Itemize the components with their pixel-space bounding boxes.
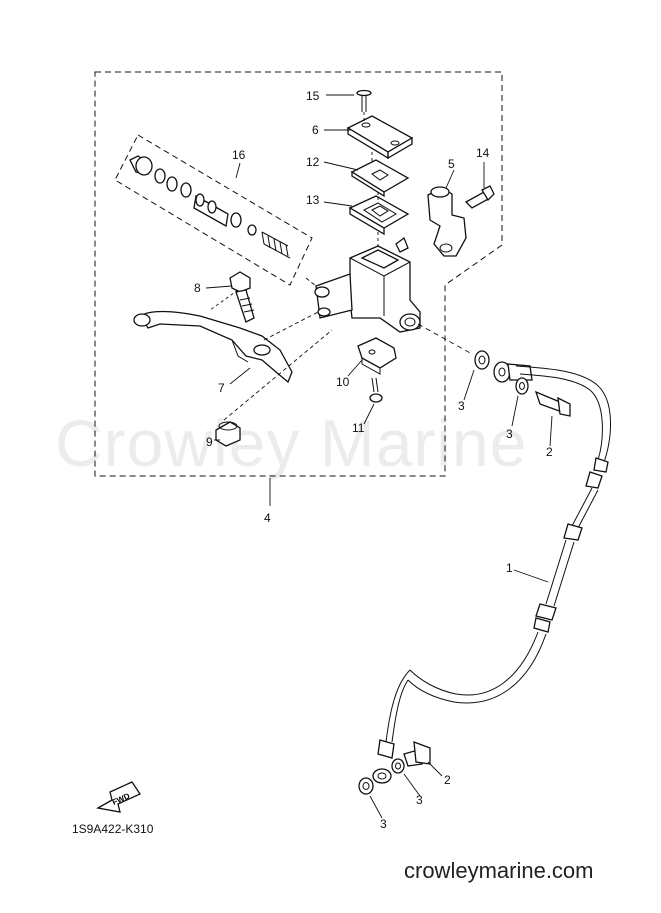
switch-10 [357,337,397,375]
callout-13: 13 [306,193,320,207]
watermark-text: Crowley Marine [55,406,528,480]
brake-hose-1 [385,365,611,743]
diaphragm-13 [348,195,410,236]
piston-kit-boundary [114,134,313,286]
holder-5 [427,186,467,257]
callout-3-upper-a: 3 [458,399,465,413]
callout-10: 10 [336,375,350,389]
banjo-fitting-lower [372,739,395,784]
fwd-arrow-icon: FWD [96,781,141,813]
banjo-fitting-upper [493,361,533,383]
callout-12: 12 [306,155,320,169]
callout-leaders [205,94,553,819]
callout-4: 4 [264,511,271,525]
washer-3-upper-b [515,377,529,395]
site-url[interactable]: crowleymarine.com [404,858,594,883]
reservoir-cap-6 [346,115,414,160]
washer-3-lower-a [358,777,374,795]
callout-8: 8 [194,281,201,295]
pivot-bolt-8 [229,271,255,323]
callout-3-lower-b: 3 [416,793,423,807]
callout-6: 6 [312,123,319,137]
callout-14: 14 [476,146,490,160]
callout-3-lower-a: 3 [380,817,387,831]
union-bolt-2-upper [534,390,571,417]
master-cylinder-body [314,236,421,333]
callout-1: 1 [506,561,513,575]
callout-15: 15 [306,89,320,103]
callout-3-upper-b: 3 [506,427,513,441]
callout-7: 7 [218,381,225,395]
piston-kit-16 [129,155,291,259]
callout-2-upper: 2 [546,445,553,459]
callout-9: 9 [206,435,213,449]
screw-11 [369,377,383,403]
washer-3-upper-a [474,350,490,370]
callout-2-lower: 2 [444,773,451,787]
brake-lever-7 [133,310,293,384]
washer-3-lower-b [391,758,405,774]
diaphragm-plate-12 [350,159,410,198]
boot-9 [215,421,241,447]
callouts: 15 6 16 12 5 14 13 8 7 10 3 3 2 11 9 4 1… [194,89,553,831]
screw-15 [356,89,372,112]
callout-11: 11 [352,421,365,435]
assembly-boundary [94,71,503,477]
callout-16: 16 [232,148,246,162]
bolt-14 [464,185,495,209]
part-code: 1S9A422-K310 [72,822,154,836]
callout-5: 5 [448,157,455,171]
union-bolt-2-lower [403,741,431,767]
